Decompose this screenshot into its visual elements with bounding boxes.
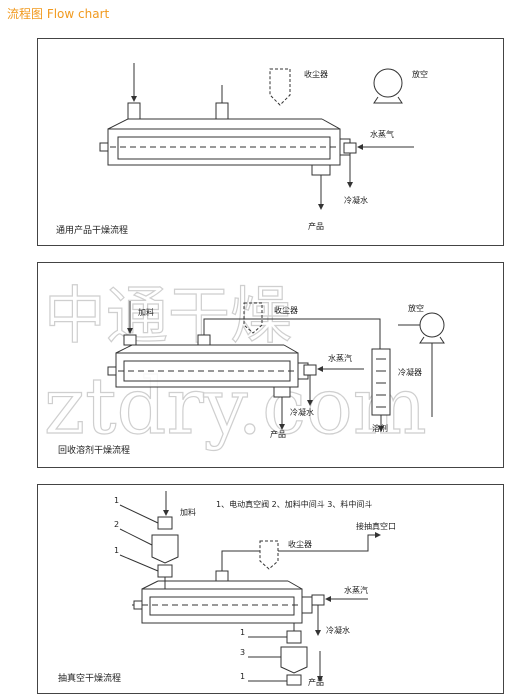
steam-trap xyxy=(303,364,317,376)
label-n1b: 1 xyxy=(114,546,119,555)
label-steam: 水蒸气 xyxy=(370,129,394,139)
caption-vacuum: 抽真空干燥流程 xyxy=(58,672,121,684)
label-feed: 加料 xyxy=(138,307,154,317)
vacuum-valve-discharge-bottom xyxy=(286,674,302,686)
dryer-body xyxy=(115,352,299,388)
feed-hopper xyxy=(151,534,179,564)
fan-base xyxy=(373,96,403,104)
dust-collector xyxy=(259,540,279,570)
inlet-port-1 xyxy=(127,102,141,120)
dust-collector xyxy=(269,68,291,106)
steam-trap xyxy=(311,594,325,606)
label-n1c: 1 xyxy=(240,628,245,637)
label-n1a: 1 xyxy=(114,496,119,505)
label-product: 产品 xyxy=(270,429,286,439)
fan-base xyxy=(419,336,445,344)
label-vent: 放空 xyxy=(412,69,428,79)
product-outlet xyxy=(311,164,331,176)
panel-solvent-recovery: 中通干燥 ztdry.com xyxy=(37,262,504,468)
label-n1d: 1 xyxy=(240,672,245,681)
fan xyxy=(419,312,445,338)
label-condensate: 冷凝水 xyxy=(326,625,350,635)
caption-solvent: 回收溶剂干燥流程 xyxy=(58,444,130,456)
solvent-recovery-diagram: 中通干燥 ztdry.com xyxy=(43,278,445,456)
caption-general: 通用产品干燥流程 xyxy=(56,224,128,236)
dryer-roof-right xyxy=(321,118,341,130)
dryer-roof-right xyxy=(283,344,299,354)
product-outlet xyxy=(273,386,291,398)
label-product: 产品 xyxy=(308,221,324,231)
discharge-hopper xyxy=(280,646,308,674)
label-condensate: 冷凝水 xyxy=(290,407,314,417)
inlet-port-2 xyxy=(215,102,229,120)
dust-collector xyxy=(243,302,263,334)
feed-port xyxy=(123,334,137,346)
vacuum-line xyxy=(221,532,381,571)
label-n3: 3 xyxy=(240,648,245,657)
label-dust-collector: 收尘器 xyxy=(304,69,328,79)
dryer-roof-left xyxy=(141,580,159,590)
vacuum-valve-mid xyxy=(157,564,173,578)
label-product: 产品 xyxy=(308,677,324,687)
watermark-chinese: 中通干燥 xyxy=(44,279,292,352)
label-condensate: 冷凝水 xyxy=(344,195,368,205)
label-condenser: 冷凝器 xyxy=(398,367,422,377)
label-vent: 放空 xyxy=(408,303,424,313)
label-dust-collector: 收尘器 xyxy=(288,539,312,549)
vacuum-drying-diagram: 1、电动真空阀 2、加料中间斗 3、料中间斗 加料 接抽真空口 收尘器 水蒸汽 … xyxy=(58,491,396,687)
label-steam: 水蒸汽 xyxy=(328,353,352,363)
shaft-left xyxy=(107,366,117,376)
dryer-roof-right xyxy=(287,580,303,590)
shaft-left xyxy=(99,142,109,152)
vapor-line xyxy=(203,318,381,349)
general-drying-diagram: 收尘器 放空 水蒸气 冷凝水 产品 通用产品干燥流程 xyxy=(56,63,428,236)
panel-vacuum-drying: 1、电动真空阀 2、加料中间斗 3、料中间斗 加料 接抽真空口 收尘器 水蒸汽 … xyxy=(37,484,504,694)
page-title: 流程图 Flow chart xyxy=(7,7,110,21)
shaft-right xyxy=(301,596,313,614)
shaft-left xyxy=(133,600,143,610)
exhaust-port xyxy=(197,334,211,346)
vacuum-valve-discharge-top xyxy=(286,630,302,644)
legend: 1、电动真空阀 2、加料中间斗 3、料中间斗 xyxy=(216,499,372,509)
label-dust-collector: 收尘器 xyxy=(274,305,298,315)
steam-trap xyxy=(343,142,357,154)
dryer-cylinder xyxy=(117,136,331,160)
dryer-body xyxy=(141,588,303,624)
label-n2: 2 xyxy=(114,520,119,529)
vacuum-valve-top xyxy=(157,516,173,530)
label-vacuum: 接抽真空口 xyxy=(356,521,396,531)
fan xyxy=(373,68,403,98)
label-steam: 水蒸汽 xyxy=(344,585,368,595)
dryer-roof-left xyxy=(107,118,129,130)
dryer-cylinder xyxy=(149,596,295,616)
dryer-roof-left xyxy=(115,344,133,354)
exhaust-port xyxy=(215,570,229,582)
panel-general-drying: 收尘器 放空 水蒸气 冷凝水 产品 通用产品干燥流程 xyxy=(37,38,504,246)
label-solvent: 溶剂 xyxy=(372,423,388,433)
label-feed: 加料 xyxy=(180,507,196,517)
